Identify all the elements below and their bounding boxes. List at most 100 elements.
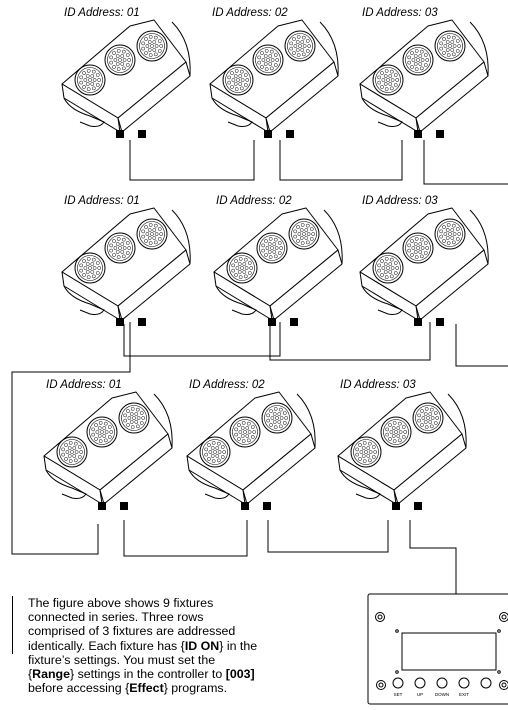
data-out-connector bbox=[120, 502, 128, 510]
led-cluster bbox=[412, 402, 444, 434]
data-out-connector bbox=[414, 502, 422, 510]
up-button-label: UP bbox=[417, 692, 423, 697]
led-cluster bbox=[104, 44, 136, 76]
caption-text-5: } programs. bbox=[163, 681, 228, 696]
caption-text-4: before accessing { bbox=[28, 681, 130, 696]
data-in-connector bbox=[268, 318, 276, 326]
id-address-label: ID Address: 02 bbox=[189, 379, 265, 391]
data-in-connector bbox=[116, 318, 124, 326]
led-cluster bbox=[104, 232, 136, 264]
led-cluster bbox=[118, 402, 150, 434]
caption-text-1: The figure above shows 9 fixtures connec… bbox=[28, 596, 236, 653]
data-cable bbox=[129, 140, 255, 181]
led-cluster bbox=[434, 218, 466, 250]
led-fixture bbox=[337, 391, 467, 505]
led-cluster bbox=[74, 252, 106, 284]
labels-layer: ID Address: 01 ID Address: 02 ID Address: … bbox=[46, 7, 438, 391]
controller-display bbox=[401, 632, 497, 671]
led-cluster bbox=[136, 218, 168, 250]
controller[interactable]: SET UP DOWN EXIT bbox=[367, 593, 508, 705]
data-cable bbox=[123, 322, 281, 357]
data-out-connector bbox=[138, 130, 146, 138]
led-cluster bbox=[284, 30, 316, 62]
data-cable bbox=[267, 520, 389, 553]
fixtures-layer bbox=[43, 19, 489, 510]
data-in-connector bbox=[264, 130, 272, 138]
data-out-connector bbox=[286, 130, 294, 138]
id-address-label: ID Address: 01 bbox=[64, 195, 140, 207]
exit-button-label: EXIT bbox=[459, 692, 469, 697]
led-cluster bbox=[252, 44, 284, 76]
data-in-connector bbox=[414, 318, 422, 326]
id-address-label: ID Address: 01 bbox=[64, 7, 140, 19]
data-in-connector bbox=[241, 502, 249, 510]
exit-button[interactable] bbox=[458, 677, 470, 689]
mount-screw-top-left bbox=[375, 612, 385, 622]
led-fixture bbox=[213, 207, 343, 321]
id-address-label: ID Address: 03 bbox=[362, 195, 438, 207]
up-button[interactable] bbox=[414, 677, 426, 689]
led-cluster bbox=[256, 232, 288, 264]
data-cable bbox=[455, 324, 508, 367]
led-cluster bbox=[350, 436, 382, 468]
mount-screw-bottom-right bbox=[499, 680, 508, 690]
led-cluster bbox=[74, 64, 106, 96]
led-cluster bbox=[226, 252, 258, 284]
data-in-connector bbox=[98, 502, 106, 510]
led-cluster bbox=[56, 436, 88, 468]
led-cluster bbox=[261, 402, 293, 434]
led-cluster bbox=[402, 232, 434, 264]
led-cluster bbox=[229, 416, 261, 448]
data-cable bbox=[123, 520, 248, 557]
caption-margin-bar bbox=[12, 596, 13, 654]
led-cluster bbox=[222, 64, 254, 96]
set-button-label: SET bbox=[394, 692, 403, 697]
led-fixture bbox=[186, 391, 316, 505]
led-fixture bbox=[359, 207, 489, 321]
id-address-label: ID Address: 02 bbox=[216, 195, 292, 207]
data-out-connector bbox=[263, 502, 271, 510]
caption: The figure above shows 9 fixtures connec… bbox=[28, 596, 260, 695]
led-fixture bbox=[61, 19, 191, 133]
data-out-connector bbox=[290, 318, 298, 326]
data-out-connector bbox=[436, 130, 444, 138]
caption-bold-id-on: ID ON bbox=[184, 638, 220, 653]
caption-bold-003: [003] bbox=[225, 667, 255, 682]
led-cluster bbox=[402, 44, 434, 76]
down-button-label: DOWN bbox=[435, 692, 449, 697]
down-button[interactable] bbox=[436, 677, 448, 689]
caption-bold-range: Range bbox=[32, 667, 71, 682]
led-cluster bbox=[372, 64, 404, 96]
extra-button[interactable] bbox=[480, 677, 492, 689]
caption-text-3: } settings in the controller to bbox=[70, 667, 226, 682]
caption-bold-effect: Effect bbox=[129, 681, 164, 696]
data-cable bbox=[423, 140, 508, 185]
data-cable bbox=[279, 140, 403, 181]
mount-screw-bottom-left bbox=[376, 680, 386, 690]
set-button[interactable] bbox=[392, 677, 404, 689]
led-cluster bbox=[434, 30, 466, 62]
data-in-connector bbox=[414, 130, 422, 138]
led-cluster bbox=[288, 218, 320, 250]
id-address-label: ID Address: 02 bbox=[212, 7, 288, 19]
led-cluster bbox=[199, 436, 231, 468]
data-cable bbox=[269, 322, 431, 361]
led-fixture bbox=[61, 207, 191, 321]
led-cluster bbox=[380, 416, 412, 448]
data-out-connector bbox=[436, 318, 444, 326]
data-cable bbox=[409, 520, 457, 594]
data-cable bbox=[11, 322, 131, 555]
mount-screw-top-right bbox=[499, 612, 508, 622]
led-cluster bbox=[136, 30, 168, 62]
led-cluster bbox=[372, 252, 404, 284]
id-address-label: ID Address: 01 bbox=[46, 379, 122, 391]
data-in-connector bbox=[116, 130, 124, 138]
caption-text-2: } in the fixture’s settings. You must se… bbox=[28, 638, 258, 682]
led-fixture bbox=[43, 391, 173, 505]
data-cables bbox=[11, 140, 508, 594]
data-in-connector bbox=[392, 502, 400, 510]
led-fixture bbox=[209, 19, 339, 133]
led-cluster bbox=[86, 416, 118, 448]
data-out-connector bbox=[138, 318, 146, 326]
